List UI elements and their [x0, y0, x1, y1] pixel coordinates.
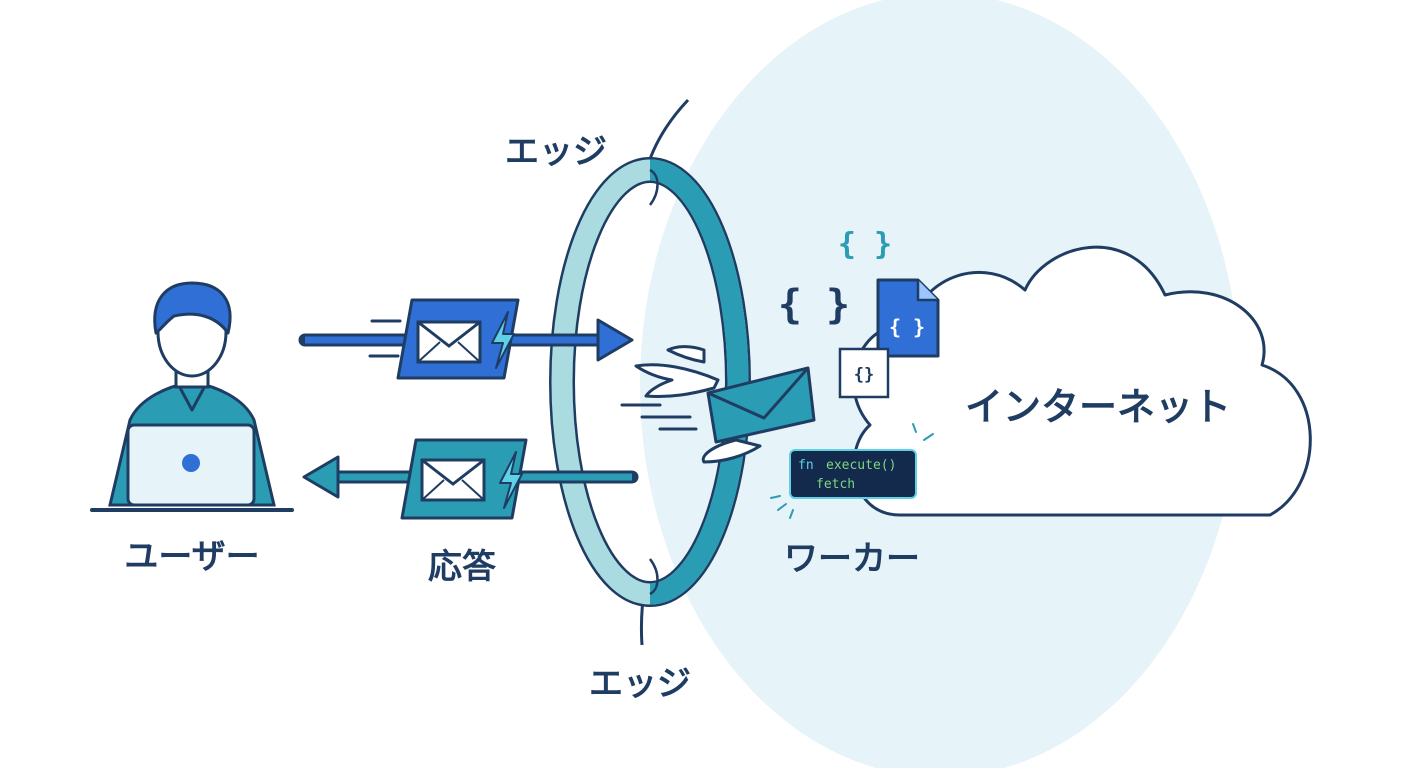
- code-document-icon: { }: [876, 278, 940, 358]
- winged-envelope-icon: [620, 345, 816, 464]
- internet-label: インターネット: [965, 385, 1231, 429]
- edge-label-top: エッジ: [505, 132, 607, 172]
- response-envelope-icon: [400, 438, 528, 520]
- code-keyword: fn: [798, 458, 814, 473]
- brace-icon-teal: { }: [838, 227, 892, 262]
- edge-label-bottom: エッジ: [589, 664, 691, 704]
- small-brace-tile-icon: {}: [838, 347, 890, 399]
- user-with-laptop-icon: [90, 281, 294, 512]
- code-fetch: fetch: [816, 477, 855, 492]
- code-call: execute(): [826, 458, 896, 473]
- code-snippet-panel: fn execute() fetch: [770, 423, 934, 519]
- doc-brace-text: { }: [889, 315, 925, 339]
- edge-portal-ring: [549, 157, 751, 607]
- user-label: ユーザー: [124, 537, 259, 577]
- tile-brace-text: {}: [854, 365, 874, 385]
- brace-icon-dark: { }: [778, 282, 850, 328]
- response-label: 応答: [428, 547, 497, 587]
- worker-label: ワーカー: [784, 539, 920, 579]
- cloud-icon: [852, 245, 1312, 517]
- request-envelope-icon: [396, 298, 520, 380]
- sparkle-lines: [770, 423, 934, 519]
